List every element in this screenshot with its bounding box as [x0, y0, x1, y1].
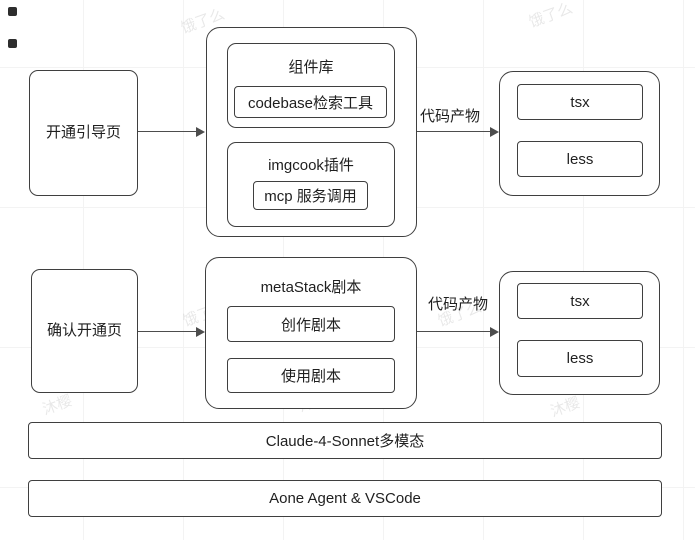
- bar-claude-model: Claude-4-Sonnet多模态: [28, 422, 662, 459]
- flow-arrow-line: [138, 131, 196, 132]
- watermark-text: 沐樱: [548, 394, 583, 421]
- item-less: less: [517, 340, 643, 377]
- item-tsx-label: tsx: [570, 93, 590, 111]
- item-mcp-service-call: mcp 服务调用: [253, 181, 368, 210]
- group-code-output-top: tsx less: [499, 71, 660, 196]
- item-use-script-label: 使用剧本: [280, 368, 341, 385]
- section-imgcook-plugin: imgcook插件 mcp 服务调用: [227, 142, 395, 227]
- section-imgcook-plugin-title: imgcook插件: [268, 157, 354, 174]
- group-plugin-container: 组件库 codebase检索工具 imgcook插件 mcp 服务调用: [206, 27, 417, 237]
- node-confirm-page: 确认开通页: [31, 269, 138, 393]
- item-create-script-label: 创作剧本: [280, 316, 341, 334]
- group-metastack-script-title: metaStack剧本: [260, 279, 362, 296]
- group-code-output-bottom: tsx less: [499, 271, 660, 395]
- watermark-text: 沐樱: [40, 392, 75, 419]
- item-create-script: 创作剧本: [227, 306, 395, 342]
- section-component-library: 组件库 codebase检索工具: [227, 43, 395, 128]
- flow-arrow-head-icon: [490, 327, 499, 337]
- item-tsx-label: tsx: [570, 292, 590, 310]
- item-mcp-service-call-label: mcp 服务调用: [264, 188, 357, 205]
- item-use-script: 使用剧本: [227, 358, 395, 393]
- corner-marker: [8, 7, 17, 16]
- corner-marker: [8, 39, 17, 48]
- item-less-label: less: [566, 350, 594, 367]
- item-less-label: less: [566, 150, 594, 168]
- flow-arrow-head-icon: [490, 127, 499, 137]
- item-codebase-search-tool: codebase检索工具: [234, 86, 387, 118]
- flow-arrow-line: [138, 331, 196, 332]
- bar-claude-model-label: Claude-4-Sonnet多模态: [265, 433, 425, 450]
- node-confirm-page-label: 确认开通页: [46, 322, 122, 339]
- group-metastack-script: metaStack剧本 创作剧本 使用剧本: [205, 257, 417, 409]
- bar-aone-vscode-label: Aone Agent & VSCode: [269, 490, 421, 507]
- item-tsx: tsx: [517, 283, 643, 319]
- flow-arrow-line: [417, 131, 490, 132]
- section-component-library-title: 组件库: [288, 59, 334, 76]
- node-guide-page-label: 开通引导页: [45, 124, 121, 141]
- node-guide-page: 开通引导页: [29, 70, 138, 196]
- arrow-label-code-artifacts: 代码产物: [420, 108, 481, 125]
- flow-arrow-head-icon: [196, 327, 205, 337]
- item-codebase-search-tool-label: codebase检索工具: [247, 94, 374, 112]
- watermark-text: 饿了么: [526, 0, 575, 32]
- arrow-label-code-artifacts: 代码产物: [428, 296, 489, 313]
- bar-aone-vscode: Aone Agent & VSCode: [28, 480, 662, 517]
- item-less: less: [517, 141, 643, 177]
- flow-arrow-line: [417, 331, 490, 332]
- item-tsx: tsx: [517, 84, 643, 120]
- flow-arrow-head-icon: [196, 127, 205, 137]
